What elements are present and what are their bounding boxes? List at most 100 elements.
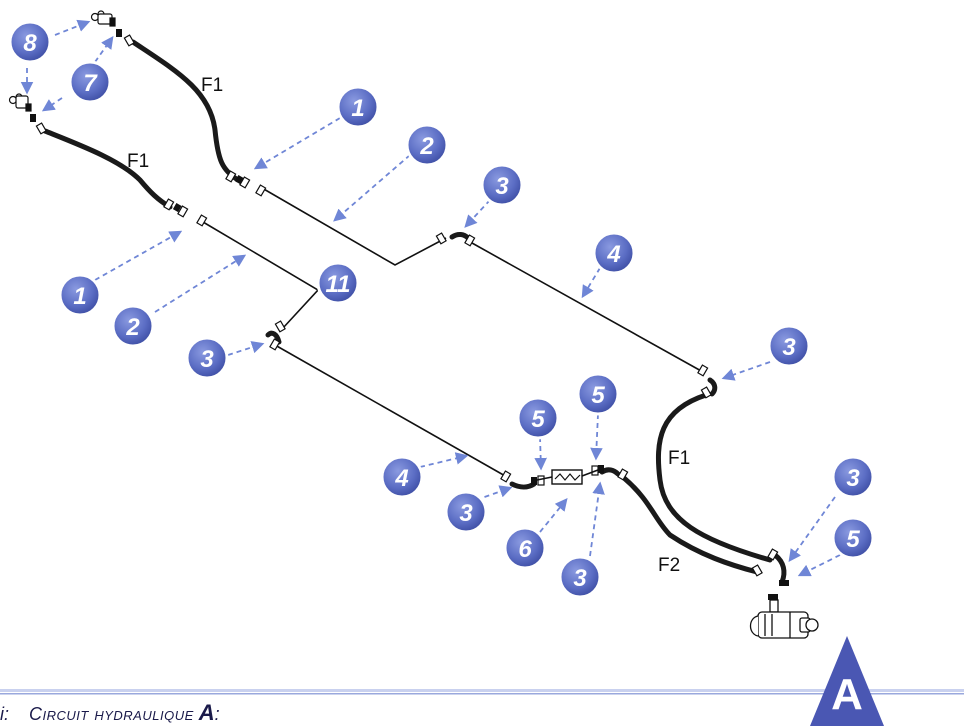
callout-badge-2-left: 2 [111, 304, 155, 348]
pipe-lower-long [274, 344, 508, 478]
svg-text:4: 4 [394, 465, 408, 492]
fitting [239, 176, 251, 189]
fitting [163, 198, 175, 211]
fitting [617, 468, 629, 481]
arrow-1-top [253, 117, 341, 170]
arrow-5a [534, 436, 547, 471]
callout-badge-7: 7 [68, 60, 112, 104]
arrow-2-left [154, 254, 247, 313]
flexible-hoses [42, 39, 787, 585]
callout-badge-3c: 3 [444, 490, 488, 534]
fitting [697, 364, 709, 377]
svg-text:3: 3 [846, 465, 860, 492]
arrow-3e [788, 496, 836, 563]
callout-badge-3-right: 3 [767, 324, 811, 368]
fitting [500, 470, 512, 483]
hose-label-f1-left: F1 [127, 151, 149, 172]
callout-arrows [20, 19, 841, 577]
svg-text:1: 1 [351, 95, 364, 122]
pipe-lower-left [202, 221, 320, 329]
bleed-screw-left [8, 93, 32, 112]
svg-text:11: 11 [326, 271, 351, 298]
callout-badge-3b: 3 [185, 336, 229, 380]
nut [768, 594, 778, 600]
corner-badge: A [810, 636, 884, 726]
fitting [255, 184, 267, 197]
master-cylinder-icon [749, 599, 819, 639]
svg-text:6: 6 [518, 536, 532, 563]
nut [30, 114, 36, 122]
hose-f2 [621, 475, 760, 575]
arrow-7 [94, 35, 114, 63]
callout-badge-5a: 5 [516, 396, 560, 440]
fitting [435, 232, 447, 245]
hose-label-f2: F2 [658, 555, 680, 576]
fitting [196, 214, 208, 227]
svg-text:3: 3 [200, 346, 214, 373]
svg-text:8: 8 [23, 30, 37, 57]
hose-bend-3-right [707, 377, 718, 397]
svg-text:3: 3 [782, 334, 796, 361]
arrow-4a [581, 267, 601, 299]
callout-badges: 8 7 1 2 3 4 1 2 11 3 3 4 5 5 3 6 3 3 5 [8, 20, 875, 599]
arrow-2-top [333, 154, 411, 222]
fitting [274, 320, 286, 333]
hose-f1-top [130, 39, 241, 183]
callout-badge-3a: 3 [480, 163, 524, 207]
bottom-rule [0, 689, 964, 695]
fitting [464, 234, 476, 247]
arrow-5c [797, 554, 841, 577]
nut [779, 580, 789, 586]
callout-badge-3e: 3 [831, 455, 875, 499]
callout-badge-8: 8 [8, 20, 52, 64]
hose-bend-3d [599, 467, 621, 477]
nut [531, 477, 537, 485]
svg-text:3: 3 [573, 565, 587, 592]
arrow-3a [464, 199, 491, 228]
callout-badge-1-top: 1 [336, 85, 380, 129]
filter-in [536, 476, 553, 481]
arrow-3-right [721, 361, 771, 381]
arrow-3b [227, 341, 265, 356]
filter-wave [554, 473, 581, 481]
hose-bend-3c [509, 481, 537, 490]
caption-text: Circuit hydraulique [29, 704, 194, 724]
callout-badge-3d: 3 [558, 555, 602, 599]
callout-badge-6: 6 [503, 526, 547, 570]
arrow-8-top [54, 19, 91, 36]
fitting [700, 386, 712, 399]
nut [172, 203, 182, 213]
svg-text:7: 7 [83, 70, 98, 97]
svg-text:2: 2 [419, 133, 434, 160]
figure-caption: i: Circuit hydraulique A: [0, 700, 220, 726]
hose-bend-3a [449, 232, 471, 241]
fitting [751, 564, 763, 577]
callout-badge-11: 11 [316, 261, 360, 305]
callout-badge-1-left: 1 [58, 273, 102, 317]
pipe-upper-right [471, 242, 704, 373]
fitting [269, 338, 281, 351]
callout-badge-5b: 5 [576, 372, 620, 416]
nut [234, 175, 244, 185]
arrow-3d [589, 481, 605, 557]
svg-text:1: 1 [73, 283, 86, 310]
fitting [537, 475, 545, 486]
svg-text:3: 3 [459, 500, 473, 527]
callout-badge-4a: 4 [592, 231, 636, 275]
rigid-pipes [202, 187, 704, 478]
fittings [35, 34, 779, 577]
hose-bend-3b [265, 330, 282, 345]
fitting [123, 34, 135, 47]
svg-text:5: 5 [531, 406, 545, 433]
fitting [177, 205, 189, 218]
fitting [225, 170, 237, 183]
fitting [35, 122, 47, 135]
svg-text:5: 5 [846, 526, 860, 553]
corner-badge-letter: A [831, 670, 863, 719]
arrow-6 [539, 498, 568, 533]
arrow-5b [590, 413, 603, 461]
arrow-1-left [94, 230, 183, 281]
callout-badge-5c: 5 [831, 516, 875, 560]
callout-badge-4b: 4 [380, 455, 424, 499]
